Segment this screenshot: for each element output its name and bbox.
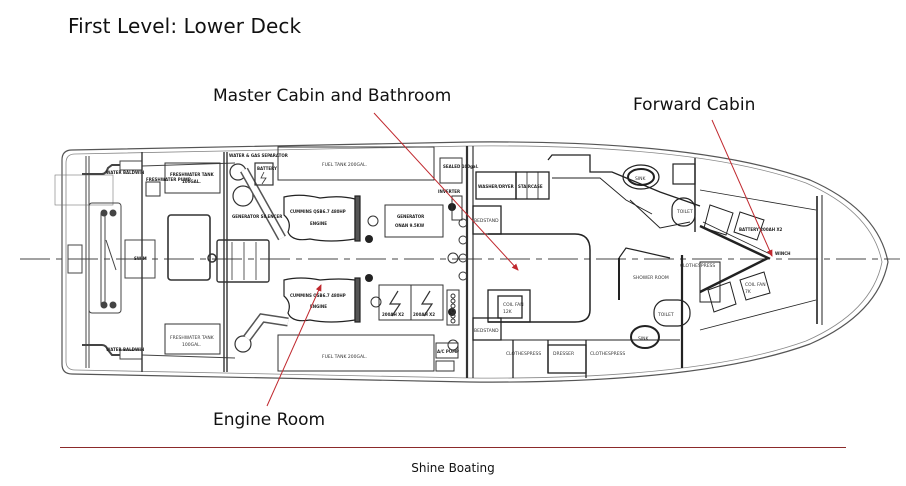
label-generator: GENERATOR xyxy=(397,214,424,219)
label-battery-2: 200AH X2 xyxy=(413,312,435,317)
label-water-baldwin-top: WATER BALDWIN xyxy=(106,170,144,175)
label-battery-1: 200AH X2 xyxy=(382,312,404,317)
label-winch: WINCH xyxy=(775,251,791,256)
footer-divider xyxy=(60,447,846,448)
hull-outline xyxy=(61,141,889,383)
label-bedstand-top: BEDSTAND xyxy=(474,218,499,224)
label-coil-fan-master-sub: 12K xyxy=(503,309,513,315)
label-coil-fan-master: COIL FAN xyxy=(503,302,524,308)
arrow-engine-room xyxy=(266,284,322,407)
label-fuel-tank-top: FUEL TANK 200GAL. xyxy=(322,162,367,168)
label-toilet-mid: TOILET xyxy=(657,312,674,318)
engine-room-stairs xyxy=(216,239,270,283)
label-engine-bottom-sub: ENGINE xyxy=(310,304,327,309)
label-sink-top: SINK xyxy=(635,176,647,182)
label-staircase: STAIRCASE xyxy=(518,184,543,189)
callout-engine-room: Engine Room xyxy=(213,410,326,430)
label-freshwater-tank-top: FRESHWATER TANK xyxy=(170,172,215,177)
label-clothespress-fwd: CLOTHESPRESS xyxy=(680,263,715,269)
label-freshwater-pump: FRESHWATER PUMP xyxy=(146,177,191,182)
arrow-master-cabin xyxy=(373,112,519,271)
arrow-forward-cabin xyxy=(711,119,773,257)
page-title: First Level: Lower Deck xyxy=(68,14,302,38)
label-generator-silencer: GENERATOR SILENCER xyxy=(232,214,282,219)
footer-brand: Shine Boating xyxy=(411,461,495,475)
label-engine-top: CUMMINS QSB6.7 480HP xyxy=(290,209,346,214)
label-engine-top-sub: ENGINE xyxy=(310,221,327,226)
label-battery-top: BATTERY xyxy=(257,166,277,171)
label-ac-pump: A/C PUMP xyxy=(437,349,459,354)
label-freshwater-tank-bottom-cap: 100GAL. xyxy=(182,342,201,348)
label-water-baldwin-bottom: WATER BALDWIN xyxy=(106,347,144,352)
label-fuel-tank-bottom: FUEL TANK 200GAL. xyxy=(322,354,367,360)
forward-cabin xyxy=(680,189,823,368)
label-separator: WATER & GAS SEPARATOR xyxy=(229,153,288,158)
label-washer-dryer: WASHER/DRYER xyxy=(478,184,514,189)
transom xyxy=(54,156,156,368)
label-bedstand-bottom: BEDSTAND xyxy=(474,328,499,334)
label-inverter: INVERTER xyxy=(438,189,460,194)
label-coil-fan-fwd-sub: 7K xyxy=(745,289,752,295)
label-clothespress-2: CLOTHESPRESS xyxy=(590,351,625,357)
label-engine-bottom: CUMMINS QSB6.7 480HP xyxy=(290,293,346,298)
label-freshwater-tank-bottom: FRESHWATER TANK xyxy=(170,335,215,341)
label-sink-bottom: SINK xyxy=(638,336,650,342)
callout-forward-cabin: Forward Cabin xyxy=(633,95,756,115)
label-shower-room: SHOWER ROOM xyxy=(633,275,669,281)
label-toilet-fwd: TOILET xyxy=(676,209,693,215)
label-clothespress-1: CLOTHESPRESS xyxy=(506,351,541,357)
master-cabin xyxy=(472,154,701,378)
label-generator-sub: ONAN 9.5KW xyxy=(395,223,425,228)
label-freshwater-tank-top-cap: 100GAL. xyxy=(182,179,201,184)
label-swim: SWIM xyxy=(134,256,147,261)
label-dresser: DRESSER xyxy=(553,351,574,357)
callout-master-cabin: Master Cabin and Bathroom xyxy=(213,86,452,106)
label-sealed-tank: SEALED 100gal. xyxy=(443,164,479,169)
label-coil-fan-fwd: COIL FAN xyxy=(745,282,766,288)
